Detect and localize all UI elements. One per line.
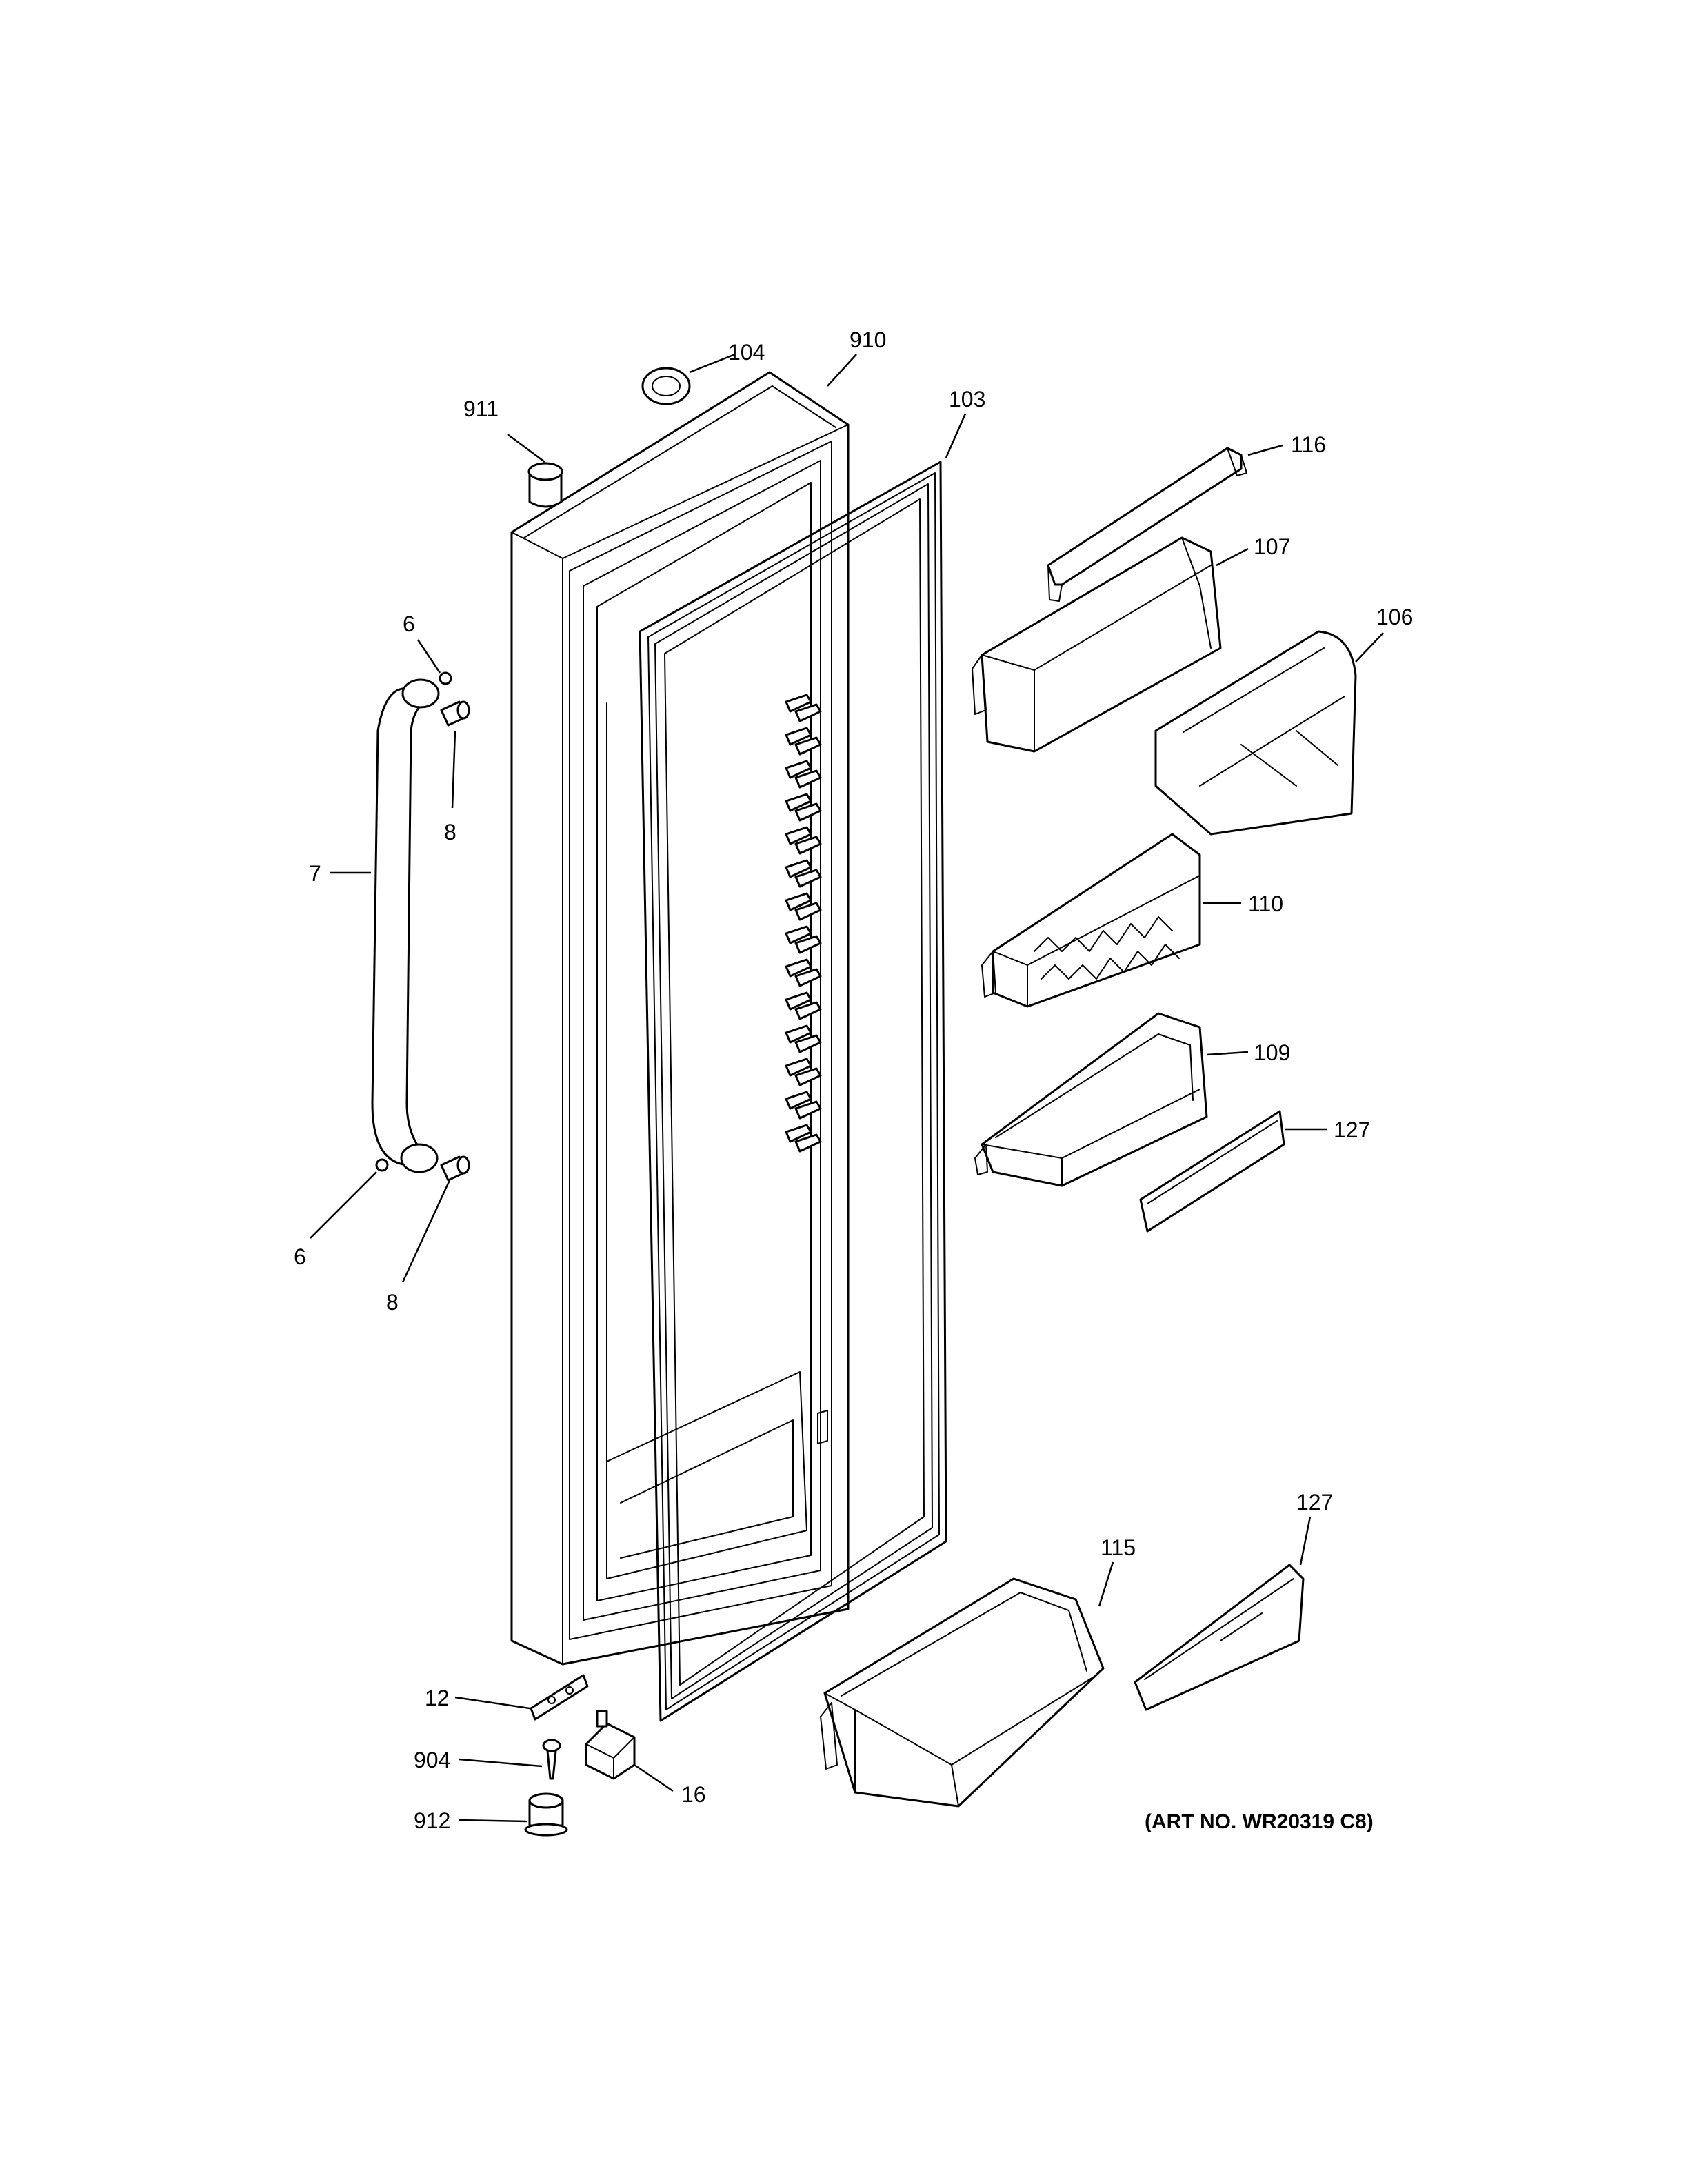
callout-109: 109: [1254, 1040, 1290, 1065]
shelf-stop: [794, 935, 822, 954]
callout-8-bottom: 8: [386, 1290, 399, 1315]
callout-12: 12: [425, 1686, 450, 1710]
callout-107: 107: [1254, 534, 1290, 559]
callout-8-top: 8: [444, 820, 456, 845]
art-number: (ART NO. WR20319 C8): [1145, 1810, 1374, 1833]
leader-8-bottom: [401, 1180, 451, 1283]
shelf-stop: [794, 1067, 822, 1086]
leader-116: [1247, 444, 1283, 456]
leader-12: [454, 1696, 530, 1710]
callout-6-top: 6: [403, 611, 415, 636]
callout-127-mid: 127: [1334, 1118, 1370, 1142]
leader-106: [1355, 632, 1384, 663]
shelf-stop: [794, 968, 822, 987]
callout-16: 16: [681, 1782, 706, 1807]
shelf-stop: [785, 958, 812, 978]
leader-115: [1098, 1561, 1114, 1607]
callout-127-bottom: 127: [1296, 1490, 1333, 1515]
leader-127-bottom: [1299, 1516, 1312, 1566]
shelf-stop: [794, 836, 822, 855]
bin-trim-127-mid: [1139, 1110, 1285, 1233]
hinge-bushing-911: [528, 462, 563, 508]
callout-904: 904: [414, 1748, 450, 1772]
screw-904: [542, 1739, 561, 1780]
shelf-stop: [794, 1133, 822, 1153]
callout-115: 115: [1101, 1535, 1136, 1560]
leader-910: [827, 354, 857, 387]
shelf-stop: [785, 1124, 812, 1143]
shelf-stop: [794, 1034, 822, 1053]
leader-lines: [310, 353, 1384, 1823]
leader-107: [1216, 547, 1249, 567]
shelf-stop: [794, 1100, 822, 1120]
shelf-stop: [794, 869, 822, 888]
leader-16: [634, 1763, 674, 1792]
bin-cover-106: [1154, 630, 1357, 836]
shelf-stop: [785, 1091, 812, 1110]
leader-912: [459, 1819, 528, 1823]
screw-6-top: [439, 671, 452, 685]
bushing-912: [524, 1792, 568, 1837]
shelf-stop: [794, 703, 822, 722]
shelf-stop: [794, 769, 822, 789]
door-bin-107: [972, 536, 1222, 753]
callout-103: 103: [949, 387, 985, 412]
bar-116: [1047, 447, 1247, 602]
callout-911: 911: [463, 396, 499, 421]
shelf-stop: [794, 736, 822, 756]
leader-911: [507, 433, 545, 463]
callout-910: 910: [850, 327, 886, 352]
shelf-stop: [794, 1001, 822, 1020]
door-gasket-103: [639, 461, 947, 1722]
callout-912: 912: [414, 1808, 450, 1833]
shelf-stop: [785, 760, 812, 779]
hinge-block-16: [585, 1710, 636, 1780]
door-handle-7: [371, 678, 440, 1173]
leader-6-bottom: [310, 1171, 377, 1239]
shelf-stop: [785, 1024, 812, 1044]
shelf-stop: [785, 793, 812, 812]
callout-labels: 104 910 103 911 116 107 106 6 8 7 110 10…: [294, 327, 1413, 1833]
shelf-stop: [785, 859, 812, 878]
leader-6-top: [416, 639, 441, 674]
bracket-12: [530, 1674, 589, 1721]
egg-tray-110: [981, 833, 1201, 1008]
door-panel-910: [510, 371, 850, 1666]
callout-110: 110: [1248, 891, 1283, 916]
callout-106: 106: [1376, 605, 1413, 629]
shelf-stop: [785, 892, 812, 911]
shelf-stop: [785, 991, 812, 1011]
leader-103: [945, 413, 967, 458]
callout-116: 116: [1291, 432, 1326, 457]
door-bin-109: [974, 1012, 1208, 1187]
stud-8-top: [440, 700, 470, 727]
stud-8-bottom: [440, 1155, 470, 1182]
shelf-stop: [785, 694, 812, 713]
leader-109: [1206, 1051, 1249, 1056]
shelf-stop: [785, 826, 812, 845]
callout-104: 104: [728, 340, 765, 365]
shelf-stop: [785, 727, 812, 746]
leader-8-top: [451, 730, 456, 809]
shelf-rail-stops: [785, 694, 822, 1153]
door-bin-115: [820, 1577, 1105, 1808]
cap-104: [641, 367, 691, 405]
leader-904: [459, 1758, 543, 1768]
callout-6-bottom: 6: [294, 1244, 306, 1269]
shelf-stop: [785, 1058, 812, 1077]
callout-7: 7: [309, 861, 321, 886]
shelf-stop: [785, 925, 812, 944]
shelf-stop: [794, 802, 822, 822]
leader-104: [689, 353, 736, 374]
screw-6-bottom: [375, 1158, 389, 1172]
shelf-stop: [794, 902, 822, 921]
bin-trim-127-bottom: [1134, 1564, 1305, 1711]
